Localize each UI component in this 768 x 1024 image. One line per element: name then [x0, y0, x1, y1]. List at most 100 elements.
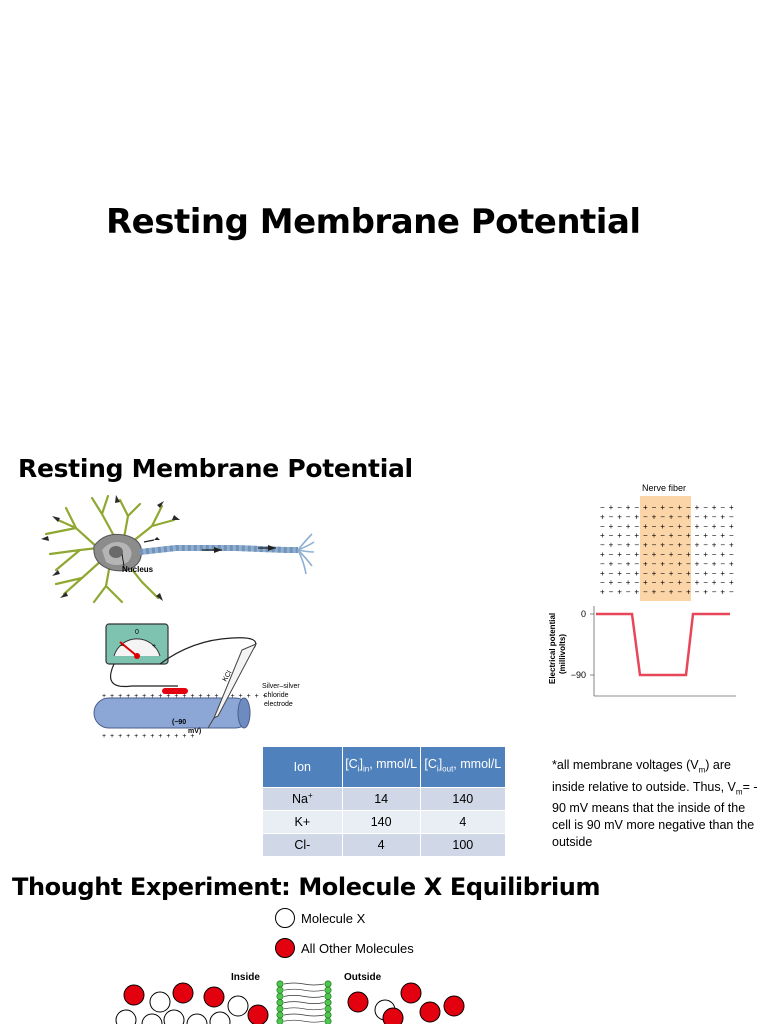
charge-symbol: − [660, 531, 665, 540]
charge-symbol: − [686, 541, 691, 550]
charge-symbol: + [600, 512, 605, 521]
charge-symbol: + [609, 541, 614, 550]
charge-symbol: − [677, 531, 682, 540]
gauge-zero-label: 0 [135, 629, 139, 636]
lipid-tail [283, 1007, 325, 1011]
nerve-fiber-chart: Nerve fiber −+−+−+−+−+−+−+−++−+−+−+−+−+−… [548, 483, 736, 697]
charge-symbol: − [720, 522, 725, 531]
outside-label: Outside [344, 972, 382, 983]
neuron-illustration: Nucleus [41, 494, 315, 604]
lipid-tail [283, 988, 325, 992]
section-title-resting-potential: Resting Membrane Potential [18, 454, 413, 483]
charge-symbol: − [626, 588, 631, 597]
charge-symbol: + [729, 559, 734, 568]
charge-symbol: + [626, 578, 631, 587]
cell-c-out: 100 [419, 833, 507, 857]
charge-symbol: + [729, 578, 734, 587]
lipid-head [276, 992, 284, 1000]
legend-other-label: All Other Molecules [301, 940, 414, 956]
charge-symbol: − [643, 550, 648, 559]
charge-symbol: + [729, 522, 734, 531]
charge-symbol: + [695, 541, 700, 550]
lipid-head [276, 980, 284, 988]
charge-symbol: + [634, 531, 639, 540]
charge-symbol: + [695, 559, 700, 568]
electrode-label-line1: Silver–silver [262, 683, 300, 690]
lipid-head [276, 986, 284, 994]
charge-symbol: + [617, 588, 622, 597]
charge-symbol: − [600, 541, 605, 550]
charge-symbol: + [712, 522, 717, 531]
charge-symbol: + [686, 569, 691, 578]
charge-symbol: − [720, 578, 725, 587]
charge-symbol: − [609, 512, 614, 521]
charge-symbol: + [626, 522, 631, 531]
charge-symbol: − [609, 588, 614, 597]
charge-symbol: + [617, 569, 622, 578]
charge-symbol: + [669, 531, 674, 540]
lipid-tail [283, 1019, 325, 1023]
charge-symbol: − [652, 578, 657, 587]
charge-symbol: + [600, 531, 605, 540]
charge-symbol: − [729, 550, 734, 559]
charge-symbol: + [669, 550, 674, 559]
charge-symbol: + [643, 541, 648, 550]
charge-symbol: + [703, 588, 708, 597]
charge-symbol: + [634, 569, 639, 578]
charge-symbol: + [643, 503, 648, 512]
lipid-head [276, 1005, 284, 1013]
charge-symbol: + [617, 512, 622, 521]
charge-symbol: − [660, 512, 665, 521]
lipid-tail [283, 1001, 325, 1004]
charge-symbol: − [695, 531, 700, 540]
charge-symbol: + [617, 550, 622, 559]
nerve-fiber-title: Nerve fiber [642, 483, 686, 493]
charge-symbol: + [600, 569, 605, 578]
svg-text:+ + + + + + + + + + + + + + +: + + + + + + + + + + + + + + + + + + + + … [102, 693, 268, 700]
lipid-head [324, 986, 332, 994]
charge-symbol: + [677, 578, 682, 587]
legend-molecule-x: Molecule X [275, 908, 365, 928]
reading-label-line2: mV) [188, 728, 201, 735]
charge-symbol: − [677, 569, 682, 578]
charge-symbol: − [703, 559, 708, 568]
charge-symbol: − [695, 569, 700, 578]
inside-label: Inside [231, 972, 260, 983]
charge-symbol: − [643, 588, 648, 597]
charge-symbol: − [703, 541, 708, 550]
membrane-voltage-note: *all membrane voltages (Vm) are inside r… [552, 758, 758, 849]
cell-c-in: 140 [341, 810, 421, 834]
cell-c-in: 4 [341, 833, 421, 857]
charge-symbol: − [677, 550, 682, 559]
charge-symbol: + [643, 578, 648, 587]
charge-symbol: − [686, 578, 691, 587]
charge-symbol: − [660, 588, 665, 597]
charge-symbol: − [626, 531, 631, 540]
charge-symbol: − [712, 550, 717, 559]
charge-symbol: + [703, 531, 708, 540]
charge-symbol: − [660, 550, 665, 559]
charge-symbol: + [652, 512, 657, 521]
charge-symbol: + [703, 569, 708, 578]
charge-symbol: − [634, 578, 639, 587]
red-circle-icon [275, 938, 295, 958]
thought-experiment-title: Thought Experiment: Molecule X Equilibri… [12, 873, 601, 901]
charge-symbol: − [669, 541, 674, 550]
charge-symbol: + [712, 503, 717, 512]
charge-symbol: − [609, 569, 614, 578]
charge-symbol: + [720, 588, 725, 597]
charge-symbol: − [600, 559, 605, 568]
lipid-tail [283, 1013, 325, 1017]
charge-symbol: + [729, 541, 734, 550]
cell-c-out: 4 [419, 810, 507, 834]
lipid-head [276, 1017, 284, 1024]
charge-symbol: − [600, 522, 605, 531]
charge-symbol: − [686, 503, 691, 512]
charge-symbol: − [600, 503, 605, 512]
charge-symbol: − [617, 541, 622, 550]
charge-symbol: + [720, 531, 725, 540]
charge-symbol: + [609, 578, 614, 587]
charge-symbol: + [609, 522, 614, 531]
charge-symbol: + [703, 512, 708, 521]
lipid-head [324, 999, 332, 1007]
